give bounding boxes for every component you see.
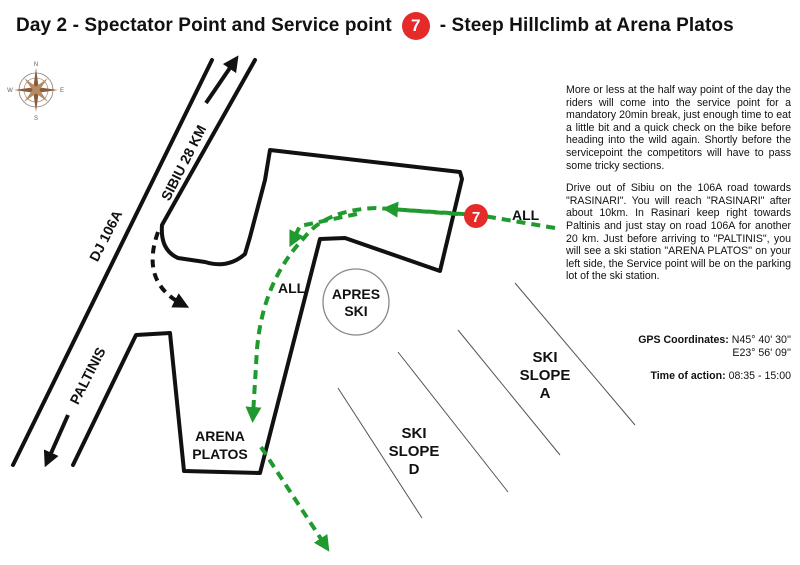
compass-n: N: [34, 62, 38, 68]
road-label: DJ 106A: [86, 207, 125, 264]
description-p1: More or less at the half way point of th…: [566, 84, 791, 172]
gps-lon: E23° 56' 09'': [732, 347, 791, 359]
green-route-exit: [259, 445, 330, 552]
title-right: - Steep Hillclimb at Arena Platos: [439, 15, 734, 36]
sibiu-direction-arrow: [204, 55, 239, 105]
sibiu-label: SIBIU 28 KM: [158, 122, 210, 203]
gps-lat: N45° 40' 30'': [731, 334, 791, 346]
time-label: Time of action:: [650, 370, 726, 382]
apres-line1: APRES: [332, 286, 380, 302]
service-point-marker: [464, 204, 488, 228]
gps-label: GPS Coordinates:: [638, 334, 729, 346]
compass-rose-icon: N S E W: [7, 62, 64, 122]
slope-a-line2: SLOPE: [520, 367, 571, 384]
compass-s: S: [34, 116, 38, 122]
compass-e: E: [60, 88, 64, 94]
turn-arrow: [150, 231, 190, 308]
gps-coordinates: GPS Coordinates: N45° 40' 30'' E23° 56' …: [566, 334, 791, 360]
arena-line1: ARENA: [195, 428, 245, 444]
slope-a-line1: SKI: [532, 349, 557, 366]
ski-slope-lines: [337, 282, 636, 519]
compass-w: W: [7, 88, 13, 94]
service-point-number: 7: [472, 209, 480, 226]
all-label-left: ALL: [278, 280, 306, 296]
page-title: Day 2 - Spectator Point and Service poin…: [16, 12, 734, 40]
main-road: [11, 58, 464, 475]
apres-line2: SKI: [344, 303, 367, 319]
green-route-start: [382, 201, 459, 218]
apres-ski-area: [322, 268, 390, 336]
arena-line2: PLATOS: [192, 446, 248, 462]
description: More or less at the half way point of th…: [566, 84, 791, 293]
slope-a-line3: A: [540, 385, 551, 402]
time-value: 08:35 - 15:00: [728, 370, 791, 382]
title-left: Day 2 - Spectator Point and Service poin…: [16, 15, 392, 36]
paltinis-label: PALTINIS: [66, 345, 108, 407]
time-of-action: Time of action: 08:35 - 15:00: [566, 370, 791, 382]
slope-d-line1: SKI: [401, 425, 426, 442]
all-label-right: ALL: [512, 207, 540, 223]
paltinis-direction-arrow: [43, 414, 70, 468]
slope-d-line3: D: [409, 461, 420, 478]
green-route-bend: [289, 212, 358, 248]
green-route: [245, 205, 556, 423]
slope-d-line2: SLOPE: [389, 443, 440, 460]
service-point-badge: 7: [401, 12, 430, 40]
description-p2: Drive out of Sibiu on the 106A road towa…: [566, 182, 791, 283]
